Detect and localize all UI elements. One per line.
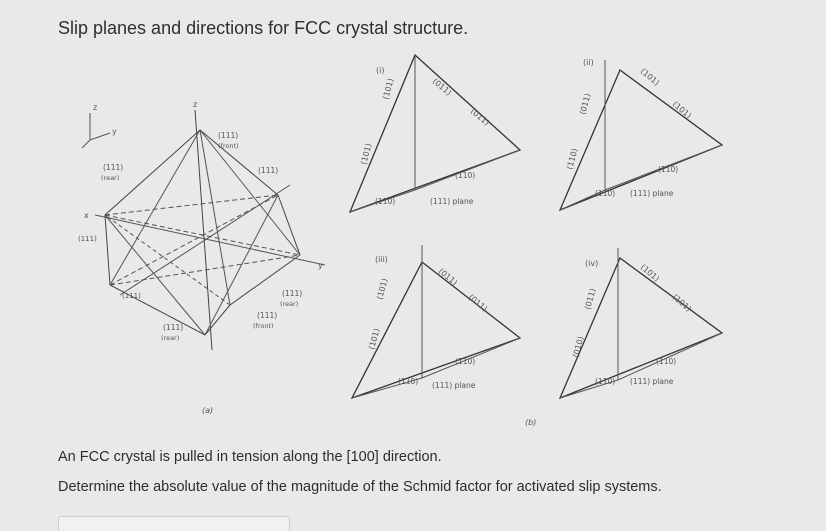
panel-iii-bottom-dir: (110) bbox=[455, 357, 475, 366]
label-bot-left: (111) bbox=[122, 292, 141, 300]
caption-a: (a) bbox=[202, 406, 213, 415]
panel-iii-id: (iii) bbox=[375, 255, 388, 264]
label-bot-right-sub: (rear) bbox=[280, 300, 298, 308]
panel-ii-bottom-dir: (110) bbox=[658, 165, 678, 174]
panel-i-plane: (111) plane bbox=[430, 197, 474, 206]
panel-ii-id: (ii) bbox=[583, 58, 594, 67]
page-title: Slip planes and directions for FCC cryst… bbox=[58, 18, 469, 38]
panel-iii-left-dir: (101) bbox=[375, 277, 389, 300]
question-line-1: An FCC crystal is pulled in tension alon… bbox=[58, 449, 442, 465]
label-top-right: (111) bbox=[258, 166, 278, 175]
label-bot-left2: (111) bbox=[163, 323, 183, 332]
answer-box[interactable] bbox=[58, 516, 290, 531]
panel-iv-plane: (111) plane bbox=[630, 377, 674, 386]
panel-ii-left-dir2: (110) bbox=[565, 147, 579, 170]
question-line-2: Determine the absolute value of the magn… bbox=[58, 479, 662, 495]
panel-iv-left-dir: (011) bbox=[583, 287, 597, 310]
panel-ii-plane: (111) plane bbox=[630, 189, 674, 198]
label-top-front-sub: (front) bbox=[218, 142, 239, 150]
panel-i-right-dir: (011) bbox=[469, 107, 491, 128]
label-bot-right: (111) bbox=[282, 289, 302, 298]
panel-i-bottom-dir: (110) bbox=[455, 171, 475, 180]
tripod-z-label: z bbox=[93, 103, 97, 112]
panel-iv-id: (iv) bbox=[585, 259, 598, 268]
panel-iii-plane: (111) plane bbox=[432, 381, 476, 390]
label-top-front: (111) bbox=[218, 131, 238, 140]
panel-ii-bottom-dir2: (110) bbox=[595, 189, 615, 198]
panel-ii-left-dir: (011) bbox=[578, 92, 592, 115]
label-top-rear: (111) bbox=[103, 163, 123, 172]
panel-iv-bottom-dir2: (110) bbox=[595, 377, 615, 386]
label-bot-front: (111) bbox=[257, 311, 277, 320]
panel-iii-left-dir2: (101) bbox=[367, 327, 381, 350]
panel-iv-bottom-dir: (110) bbox=[656, 357, 676, 366]
panel-iii-bottom-dir2: (110) bbox=[398, 377, 418, 386]
panel-i-bottom-dir2: (110) bbox=[375, 197, 395, 206]
panel-i-left-dir: (101) bbox=[381, 77, 395, 100]
axis-y-label: y bbox=[318, 261, 323, 270]
label-bot-front-sub: (front) bbox=[253, 322, 274, 330]
caption-b: (b) bbox=[525, 418, 536, 427]
label-left-mid: (111) bbox=[78, 235, 97, 243]
axis-x-label: x bbox=[84, 211, 89, 220]
panel-i-id: (i) bbox=[376, 66, 384, 75]
panel-iv-right-dir: (101) bbox=[671, 293, 693, 314]
tripod-y-label: y bbox=[112, 127, 117, 136]
panel-iii-right-dir: (011) bbox=[467, 293, 489, 314]
label-bot-left2-sub: (rear) bbox=[161, 334, 179, 342]
panel-iv-left-dir2: (010) bbox=[571, 335, 585, 358]
axis-z-label: z bbox=[193, 100, 197, 109]
panel-iii-top-dir: (011) bbox=[437, 267, 459, 288]
panel-ii-top-dir: (101) bbox=[639, 67, 661, 88]
label-top-rear-sub: (rear) bbox=[101, 174, 119, 182]
